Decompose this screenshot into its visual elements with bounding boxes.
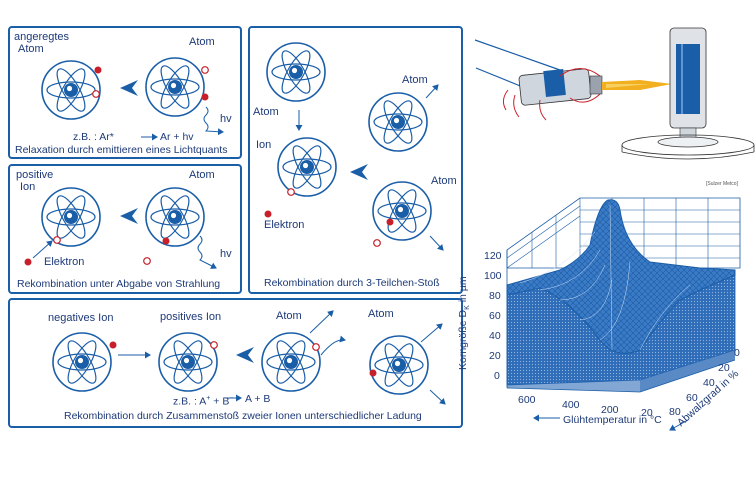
equation: z.B. : A+ + B− [173,393,233,408]
label-electron: Elektron [44,256,85,268]
x-tick: 400 [562,399,580,411]
z-tick: 100 [484,270,502,282]
panel-frames [8,26,463,428]
caption-three-body: Rekombination durch 3-Teilchen-Stoß [264,277,440,289]
label-atom: Atom [368,308,394,320]
label-atom: Atom [253,106,279,118]
label-atom: Atom [402,74,428,86]
surface-chart [506,197,741,431]
label-ion: Ion [256,139,272,151]
label-atom: Atom [189,169,215,181]
z-axis-label-subscript: K [464,305,472,310]
label-excited-atom-line2: Atom [18,43,44,55]
label-hv: hv [220,113,232,125]
label-electron: Elektron [264,219,305,231]
x-axis-label: Glühtemperatur in °C [563,414,662,426]
y-tick: 60 [686,392,698,404]
label-atom: Atom [276,310,302,322]
label-excited-atom-line1: angeregtes [14,31,70,43]
caption-radiation: Rekombination unter Abgabe von Strahlung [17,278,221,290]
y-tick: 20 [718,362,730,374]
z-tick: 120 [484,250,502,262]
label-hv: hv [220,248,232,260]
x-tick: 20 [641,407,653,419]
equation-plus-superscript: + [206,395,211,402]
caption-relaxation: Relaxation durch emittieren eines Lichtq… [15,144,228,156]
z-tick: 60 [489,310,501,322]
equation-prefix: z.B. : A [173,395,207,408]
y-tick: 80 [669,406,681,418]
equation-prefix: z.B. : Ar* [73,131,114,143]
z-tick: 80 [489,290,501,302]
plasma-torch-illustration [474,27,755,160]
z-axis-label-suffix: in µm [457,276,469,306]
label-atom: Atom [189,36,215,48]
panel-3-three-body-art [264,42,444,251]
z-axis-label: Korngröße DK in µm [457,276,471,370]
label-positive-ion-line2: Ion [20,181,36,193]
z-tick: 0 [494,370,500,382]
label-negative-ion: negatives Ion [48,312,114,324]
photon-wave [203,106,224,136]
label-atom: Atom [431,175,457,187]
panel-4-ion-collision-art [52,310,446,405]
y-tick: 40 [703,377,715,389]
electron-hole [92,90,100,98]
equation-result: A + B [245,393,271,405]
equation-minus-superscript: − [229,395,234,402]
equation-mid: + B [213,395,230,408]
panel-2-radiation-art [24,187,217,269]
label-positive-ion: positives Ion [160,311,222,323]
label-positive-ion-line1: positive [16,169,54,181]
electron [94,66,102,74]
photo-credit: [Sulzer Metco] [706,181,738,187]
x-tick: 600 [518,394,536,406]
z-axis-label-text: Korngröße D [457,309,469,370]
z-tick: 20 [489,350,501,362]
transition-arrow [120,80,138,96]
y-tick: 0 [734,347,740,359]
panel-1-relaxation-art [41,57,224,141]
equation-result: Ar + hv [160,131,194,143]
caption-ion-collision: Rekombination durch Zusammenstoß zweier … [64,410,422,422]
z-tick: 40 [489,330,501,342]
x-tick: 200 [601,404,619,416]
